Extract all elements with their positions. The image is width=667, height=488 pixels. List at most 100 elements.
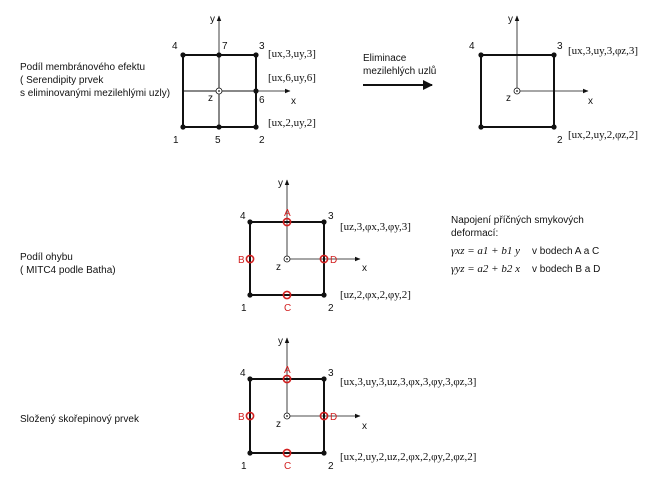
panel1-caption-line: ( Serendipity prvek: [20, 75, 104, 86]
panel2-point-B-label: B: [238, 255, 245, 266]
panel1-node-7-label: 7: [222, 41, 228, 52]
panel3-point-C-label: C: [284, 461, 291, 472]
panel2-x-label: x: [362, 263, 367, 274]
panel3-x-label: x: [362, 421, 367, 432]
panel1-y-label: y: [210, 14, 215, 25]
shear-equation-1-note: v bodech A a C: [531, 246, 600, 257]
panel2-node-2: [321, 292, 327, 298]
panel3-node-1-label: 1: [241, 461, 247, 472]
shear-equation-1: γxz = a1 + b1 y v bodech A a C: [451, 245, 599, 257]
panel2-point-C: [282, 290, 292, 300]
panel2-node-3-label: 3: [328, 211, 334, 222]
panel2-caption-line: ( MITC4 podle Batha): [20, 265, 116, 276]
panel3-point-C: [282, 448, 292, 458]
panel2-caption: Podíl ohybu ( MITC4 podle Batha): [20, 251, 116, 277]
panel1-dof-node3: [ux,3,uy,3]: [268, 48, 316, 60]
panel3-node-2-label: 2: [328, 461, 334, 472]
panel3-point-D-label: D: [330, 412, 337, 423]
elimination-caption-line: mezilehlých uzlů: [363, 66, 437, 77]
panel1b-dof-node3: [ux,3,uy,3,φz,3]: [568, 45, 639, 57]
panel1b-node-1: [478, 124, 484, 130]
panel1-node-1: [180, 124, 186, 130]
panel3-node-2: [321, 450, 327, 456]
panel1b-x-label: x: [588, 96, 593, 107]
panel1-caption: Podíl membránového efektu ( Serendipity …: [20, 61, 170, 100]
shear-title: Napojení příčných smykových deformací:: [451, 214, 584, 240]
panel2-node-1: [247, 292, 253, 298]
panel2-node-4: [247, 219, 253, 225]
shear-equation-1-formula: γxz = a1 + b1 y: [451, 245, 520, 257]
panel1-node-5: [216, 124, 222, 130]
panel2-y-label: y: [278, 178, 283, 189]
panel3-point-B: [245, 411, 255, 421]
shear-equation-2-note: v bodech B a D: [531, 264, 601, 275]
panel1-node-4: [180, 52, 186, 58]
panel1b-node-3: [551, 52, 557, 58]
shear-title-line: Napojení příčných smykových: [451, 215, 584, 226]
panel2-dof-node2: [uz,2,φx,2,φy,2]: [340, 289, 411, 301]
panel2-z-label: z: [276, 262, 281, 273]
panel1-node-6: [253, 88, 259, 94]
shear-equation-2: γyz = a2 + b2 x v bodech B a D: [451, 263, 600, 275]
panel1-element: y x z 4 7 3 6 2 5 1: [172, 14, 296, 146]
panel1b-node-2: [551, 124, 557, 130]
panel1b-node-4: [478, 52, 484, 58]
panel1b-y-label: y: [508, 14, 513, 25]
panel3-node-3: [321, 376, 327, 382]
panel2-node-1-label: 1: [241, 303, 247, 314]
panel2-node-2-label: 2: [328, 303, 334, 314]
panel3-z-label: z: [276, 419, 281, 430]
panel1-node-2-label: 2: [259, 135, 265, 146]
panel2-point-A: [282, 217, 292, 227]
panel1-node-6-label: 6: [259, 95, 265, 106]
panel1-dof-node2: [ux,2,uy,2]: [268, 117, 316, 129]
elimination-caption: Eliminace mezilehlých uzlů: [363, 52, 436, 78]
panel2-point-A-label: A: [284, 208, 291, 219]
panel1-node-3: [253, 52, 259, 58]
panel1-node-2: [253, 124, 259, 130]
panel2-dof-node3: [uz,3,φx,3,φy,3]: [340, 221, 411, 233]
panel1b-dof-node2: [ux,2,uy,2,φz,2]: [568, 129, 639, 141]
panel2-caption-line: Podíl ohybu: [20, 252, 73, 263]
shear-equation-2-formula: γyz = a2 + b2 x: [451, 263, 520, 275]
panel1-node-5-label: 5: [215, 135, 221, 146]
shear-title-line: deformací:: [451, 228, 499, 239]
panel3-point-A: [282, 374, 292, 384]
panel1-caption-line: s eliminovanými mezilehlými uzly): [20, 88, 171, 99]
panel1-node-4-label: 4: [172, 41, 178, 52]
panel3-point-B-label: B: [238, 412, 245, 423]
panel3-node-1: [247, 450, 253, 456]
panel2-node-3: [321, 219, 327, 225]
panel3-node-4: [247, 376, 253, 382]
panel2-point-C-label: C: [284, 303, 291, 314]
panel1b-node-4-label: 4: [469, 41, 475, 52]
panel3-dof-node3: [ux,3,uy,3,uz,3,φx,3,φy,3,φz,3]: [340, 376, 477, 388]
panel1-caption-line: Podíl membránového efektu: [20, 62, 146, 73]
panel1-node-7: [216, 52, 222, 58]
panel1-node-1-label: 1: [173, 135, 179, 146]
panel1-dof-node6: [ux,6,uy,6]: [268, 72, 316, 84]
panel2-node-4-label: 4: [240, 211, 246, 222]
panel3-point-A-label: A: [284, 365, 291, 376]
panel1b-element: y x z 4 3 2: [469, 14, 593, 146]
panel1b-node-3-label: 3: [557, 41, 563, 52]
panel3-y-label: y: [278, 336, 283, 347]
panel3-caption: Složený skořepinový prvek: [20, 414, 139, 425]
panel1-node-3-label: 3: [259, 41, 265, 52]
panel2-point-D-label: D: [330, 255, 337, 266]
panel2-point-B: [245, 254, 255, 264]
panel3-dof-node2: [ux,2,uy,2,uz,2,φx,2,φy,2,φz,2]: [340, 451, 477, 463]
panel3-node-3-label: 3: [328, 368, 334, 379]
panel2-point-D: [319, 254, 329, 264]
panel1-z-label: z: [208, 93, 213, 104]
panel3-node-4-label: 4: [240, 368, 246, 379]
panel1b-z-label: z: [506, 93, 511, 104]
panel2-element: y x z 4 3 2 1 A B C D: [238, 178, 367, 314]
panel3-point-D: [319, 411, 329, 421]
panel1-x-label: x: [291, 96, 296, 107]
panel1b-node-2-label: 2: [557, 135, 563, 146]
elimination-caption-line: Eliminace: [363, 53, 407, 64]
panel3-element: y x z 4 3 2 1 A B C D: [238, 336, 367, 472]
